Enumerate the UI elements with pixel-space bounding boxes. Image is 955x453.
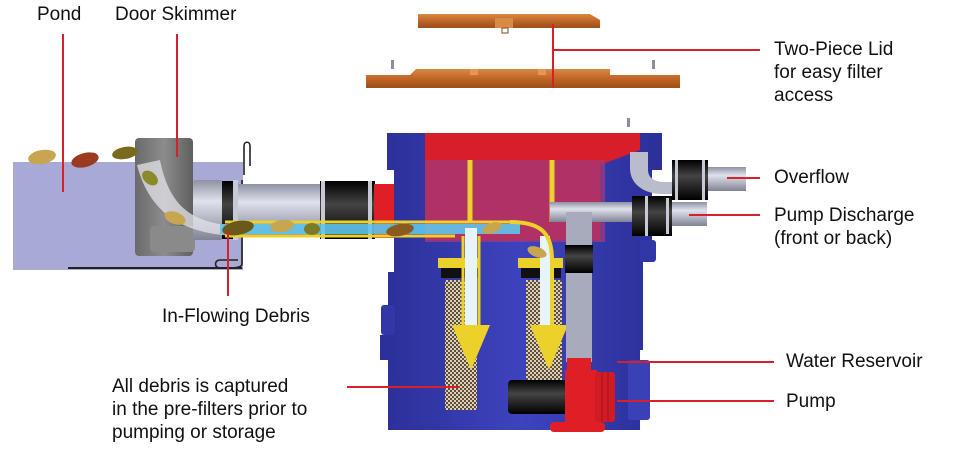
flow-down-left bbox=[465, 228, 477, 328]
label-overflow: Overflow bbox=[774, 167, 849, 188]
label-lid-line-3: access bbox=[774, 85, 834, 106]
lid-screw bbox=[627, 118, 630, 127]
label-two-piece-lid: Two-Piece Lid for easy filter access bbox=[774, 38, 893, 107]
pump bbox=[508, 358, 615, 432]
label-pond: Pond bbox=[37, 4, 82, 25]
filter-collar-left bbox=[438, 258, 480, 268]
label-lid-line-2: for easy filter bbox=[774, 62, 883, 83]
leaf bbox=[112, 146, 138, 160]
leaf bbox=[482, 222, 502, 234]
pump-outlet bbox=[567, 358, 591, 372]
skimmer-ring bbox=[233, 180, 238, 240]
lid-bottom-piece bbox=[366, 69, 680, 88]
two-piece-lid bbox=[366, 14, 680, 127]
label-debris-line-2: in the pre-filters prior to bbox=[112, 399, 308, 420]
plumbing bbox=[550, 152, 746, 362]
lid-screw bbox=[391, 60, 394, 69]
body-right-port bbox=[640, 240, 656, 262]
lid-screw bbox=[652, 60, 655, 69]
reservoir-outlet bbox=[628, 360, 650, 420]
leaf bbox=[164, 211, 186, 225]
debris-leaves bbox=[28, 146, 547, 258]
label-water-reservoir: Water Reservoir bbox=[786, 351, 923, 372]
label-in-flowing-debris: In-Flowing Debris bbox=[162, 306, 310, 327]
leaf bbox=[527, 246, 547, 258]
label-pump-discharge: Pump Discharge (front or back) bbox=[774, 204, 914, 250]
flow-path bbox=[220, 160, 568, 370]
pump-inlet bbox=[508, 380, 568, 414]
pump-base bbox=[550, 422, 605, 432]
label-pump: Pump bbox=[786, 391, 836, 412]
flow-water-horizontal bbox=[220, 224, 520, 234]
label-lid-line-1: Two-Piece Lid bbox=[774, 39, 894, 60]
body-left-port bbox=[381, 305, 395, 335]
leaf bbox=[222, 220, 254, 236]
flow-down-right bbox=[540, 236, 550, 326]
label-debris-line-3: pumping or storage bbox=[112, 422, 276, 443]
flow-arrow-left bbox=[452, 325, 490, 370]
overflow-elbow bbox=[630, 152, 680, 194]
discharge-coupling bbox=[632, 196, 672, 236]
skimmer-foot bbox=[150, 226, 195, 252]
pump-body bbox=[565, 370, 597, 425]
wall-bracket bbox=[214, 141, 251, 269]
discharge-riser bbox=[566, 212, 592, 362]
skimmer-flow-chute bbox=[137, 160, 240, 236]
leader-lines bbox=[62, 24, 774, 402]
label-door-skimmer: Door Skimmer bbox=[115, 4, 237, 25]
label-debris-line-1: All debris is captured bbox=[112, 376, 289, 397]
leaf bbox=[71, 152, 99, 168]
leaf bbox=[142, 170, 158, 186]
leaf bbox=[28, 149, 56, 165]
flow-arrow-right bbox=[530, 325, 568, 370]
leaf bbox=[386, 223, 414, 237]
label-pump-discharge-line-2: (front or back) bbox=[774, 228, 893, 249]
pump-motor bbox=[595, 372, 615, 422]
leaf bbox=[304, 223, 320, 235]
label-debris-captured: All debris is captured in the pre-filter… bbox=[112, 375, 307, 444]
label-pump-discharge-line-1: Pump Discharge bbox=[774, 205, 915, 226]
leaf bbox=[270, 219, 294, 233]
